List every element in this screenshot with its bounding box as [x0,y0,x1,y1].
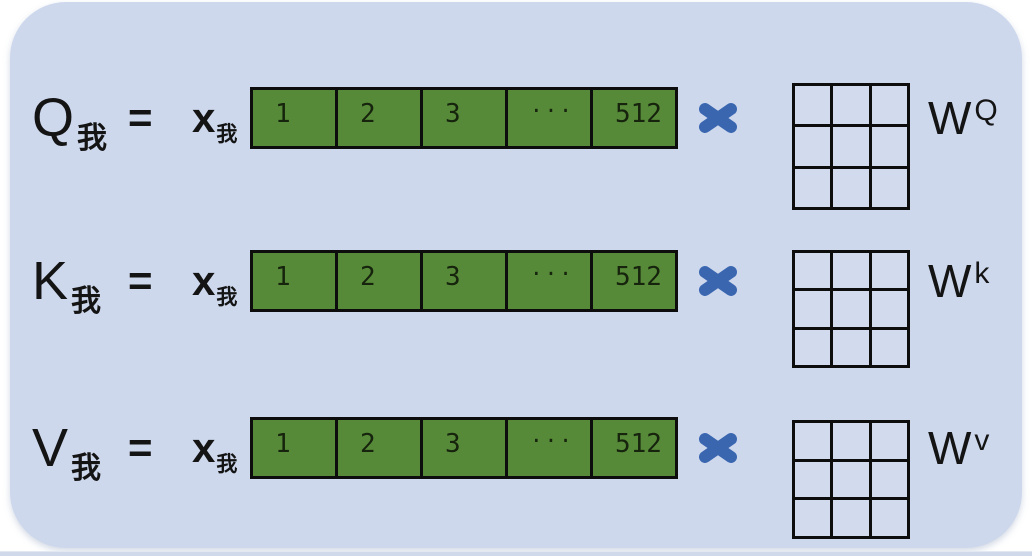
vector-cell-ellipsis: ··· [508,253,593,309]
multiply-icon [699,266,737,296]
multiply-icon [699,433,737,463]
key-letter: K [32,251,70,311]
equals-sign: = [128,257,153,304]
vector-cell-ellipsis: ··· [508,90,593,146]
vector-cell: 3 [423,90,508,146]
qkv-diagram-panel: Q我 = x我 1 2 3 ··· 512 WQ K我 = [10,2,1022,548]
embedding-letter: x [192,424,216,471]
vector-cell: 1 [253,253,338,309]
embedding-label: x我 [192,424,237,476]
embedding-token-subscript: 我 [216,453,238,476]
embedding-vector: 1 2 3 ··· 512 [250,250,678,312]
page-edge-strip [0,551,1032,556]
key-token-subscript: 我 [71,285,102,318]
vector-cell: 1 [253,420,338,476]
query-token-subscript: 我 [77,122,108,155]
vector-cell: 2 [338,253,423,309]
embedding-token-subscript: 我 [216,123,238,146]
vector-cell: 3 [423,420,508,476]
weight-label-k: Wk [928,255,990,307]
vector-cell: 1 [253,90,338,146]
embedding-label: x我 [192,94,237,146]
weight-superscript-k: k [974,257,990,290]
weight-matrix-v [792,420,910,539]
embedding-label: x我 [192,257,237,309]
weight-superscript-q: Q [974,94,998,127]
vector-cell: 2 [338,90,423,146]
query-label: Q我 [32,87,107,155]
weight-matrix-k [792,250,910,368]
equals-sign: = [128,424,153,471]
multiply-icon [699,103,737,133]
query-letter: Q [32,88,76,148]
embedding-vector: 1 2 3 ··· 512 [250,417,678,479]
weight-label-v: Wv [928,422,990,474]
vector-cell-ellipsis: ··· [508,420,593,476]
value-letter: V [32,418,70,478]
value-label: V我 [32,417,101,485]
embedding-letter: x [192,94,216,141]
embedding-vector: 1 2 3 ··· 512 [250,87,678,149]
vector-cell: 3 [423,253,508,309]
weight-label-q: WQ [928,92,998,144]
vector-cell: 512 [615,429,662,459]
equals-sign: = [128,94,153,141]
weight-matrix-q [792,83,910,210]
vector-cell: 512 [615,262,662,292]
key-label: K我 [32,250,101,318]
weight-superscript-v: v [974,424,990,457]
embedding-letter: x [192,257,216,304]
value-token-subscript: 我 [71,452,102,485]
embedding-token-subscript: 我 [216,286,238,309]
vector-cell: 2 [338,420,423,476]
vector-cell: 512 [615,99,662,129]
